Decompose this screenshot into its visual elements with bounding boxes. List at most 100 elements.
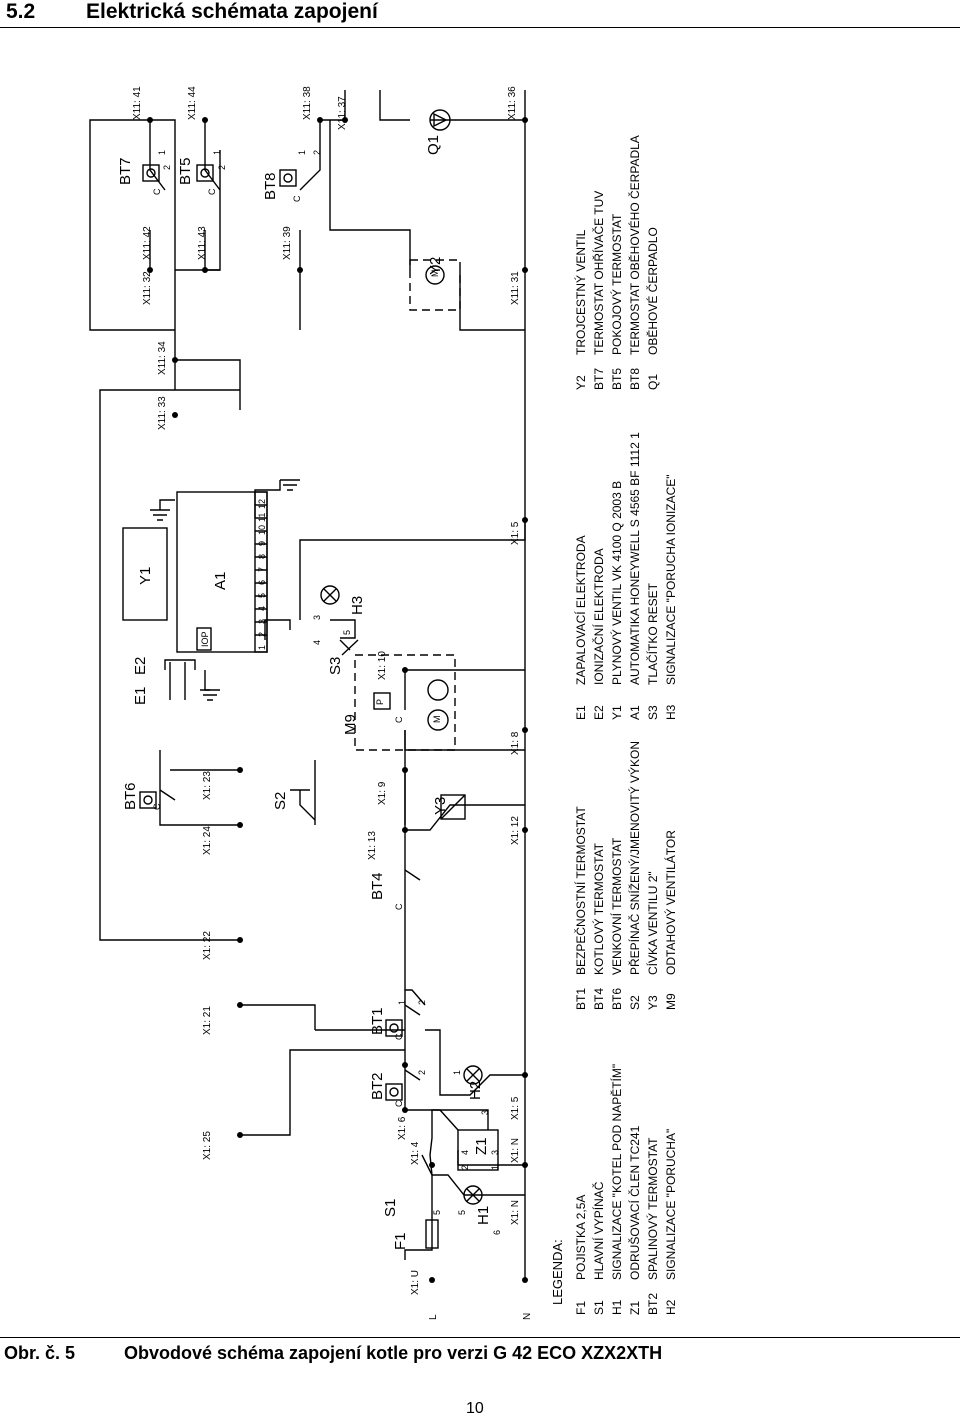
label-bt7: BT7 bbox=[117, 157, 134, 185]
legend-text: BEZPEČNOSTNÍ TERMOSTAT bbox=[573, 806, 588, 975]
valve-motor-label: M bbox=[430, 270, 440, 278]
legend-text: TERMOSTAT OBĚHOVÉHO ČERPADLA bbox=[627, 135, 642, 355]
legend-code: Z1 bbox=[628, 1301, 642, 1315]
legend-text: ODRUŠOVACÍ ČLEN TC241 bbox=[627, 1125, 642, 1280]
legend-code: BT4 bbox=[592, 988, 606, 1010]
contact-num: 1 bbox=[490, 1165, 500, 1170]
terminal-x11-41: X11: 41 bbox=[132, 86, 143, 120]
label-s3: S3 bbox=[327, 657, 344, 675]
legend-text: PŘEPÍNAČ SNÍŽENÝ/JMENOVITÝ VÝKON bbox=[627, 741, 642, 975]
terminal-x1-8: X1: 8 bbox=[510, 731, 521, 755]
contact-num: 1 bbox=[212, 150, 222, 155]
electrodes-e1-e2 bbox=[164, 659, 196, 700]
terminal-x11-43: X11: 43 bbox=[197, 226, 208, 260]
fuse-f1 bbox=[425, 1219, 439, 1249]
a1-pin: 1 bbox=[257, 645, 267, 650]
a1-pin: 6 bbox=[257, 580, 267, 585]
fan-m9 bbox=[354, 654, 456, 751]
a1-pin: 11 bbox=[257, 513, 267, 522]
legend-code: M9 bbox=[664, 993, 678, 1010]
switch-s2 bbox=[290, 789, 316, 821]
terminal-x1-21: X1: 21 bbox=[202, 1006, 213, 1035]
legend-code: BT1 bbox=[574, 988, 588, 1010]
contact-c: C bbox=[152, 803, 162, 810]
contact-num: 5 bbox=[342, 630, 352, 635]
contact-num: 4 bbox=[460, 1150, 470, 1155]
contact-num: 1 bbox=[157, 150, 167, 155]
legend-code: S2 bbox=[628, 995, 642, 1010]
legend-text: SPALINOVÝ TERMOSTAT bbox=[645, 1137, 660, 1280]
legend-code: H1 bbox=[610, 1299, 624, 1315]
label-f1: F1 bbox=[392, 1232, 409, 1250]
a1-pin: 3 bbox=[257, 619, 267, 624]
wiring-diagram-svg: F1 S1 H1 Z1 BT2 BT1 H2 BT4 BT6 S2 Y3 M9 … bbox=[89, 86, 678, 1320]
label-y2: Y2 bbox=[427, 257, 444, 275]
label-s2: S2 bbox=[272, 792, 289, 810]
terminal-dots bbox=[147, 117, 528, 1283]
terminal-x11-36: X11: 36 bbox=[507, 86, 518, 120]
legend-text: PLYNOVÝ VENTIL VK 4100 Q 2003 B bbox=[609, 481, 624, 685]
legend-code: BT8 bbox=[628, 368, 642, 390]
contact-num: 3 bbox=[490, 1150, 500, 1155]
terminal-x11-37: X11: 37 bbox=[337, 96, 348, 130]
a1-pin: 8 bbox=[257, 554, 267, 559]
contact-c: C bbox=[394, 1033, 404, 1040]
reset-button-s3 bbox=[339, 639, 359, 656]
gas-valve-y1 bbox=[122, 527, 168, 621]
a1-pin: 9 bbox=[257, 541, 267, 546]
label-e2: E2 bbox=[132, 657, 149, 675]
thermostat-bt4 bbox=[404, 869, 421, 881]
label-h3: H3 bbox=[349, 596, 366, 615]
terminal-x1-u: X1: U bbox=[410, 1270, 421, 1295]
pump-q1 bbox=[429, 109, 451, 131]
legend-code: E2 bbox=[592, 705, 606, 720]
contact-c: C bbox=[152, 188, 162, 195]
label-bt8: BT8 bbox=[262, 172, 279, 200]
label-e1: E1 bbox=[132, 687, 149, 705]
control-unit-a1 bbox=[176, 491, 268, 653]
legend-code: Y3 bbox=[646, 995, 660, 1010]
legend-text: TLAČÍTKO RESET bbox=[645, 582, 660, 685]
legend-code: S3 bbox=[646, 705, 660, 720]
contact-num: 2 bbox=[162, 165, 172, 170]
legend-text: AUTOMATIKA HONEYWELL S 4565 BF 1112 1 bbox=[628, 432, 642, 685]
section-title: Elektrická schémata zapojení bbox=[86, 0, 378, 23]
legend-text: HLAVNÍ VYPÍNAČ bbox=[591, 1181, 606, 1280]
label-bt4: BT4 bbox=[369, 872, 386, 900]
terminal-x11-31: X11: 31 bbox=[510, 271, 521, 305]
contact-num: 1 bbox=[297, 150, 307, 155]
switch-s1 bbox=[421, 1154, 433, 1176]
legend-code: H3 bbox=[664, 704, 678, 720]
terminal-x1-n: X1: N bbox=[510, 1200, 521, 1225]
legend-code: A1 bbox=[628, 705, 642, 720]
contact-num: 2 bbox=[460, 1165, 470, 1170]
label-y1: Y1 bbox=[137, 567, 154, 585]
contact-c: C bbox=[292, 195, 302, 202]
thermostat-bt1 bbox=[385, 1004, 421, 1037]
label-n-line: N bbox=[522, 1313, 533, 1320]
wiring-diagram: F1 S1 H1 Z1 BT2 BT1 H2 BT4 BT6 S2 Y3 M9 … bbox=[0, 30, 960, 1335]
a1-pin: 12 bbox=[257, 499, 267, 509]
filter-z1 bbox=[457, 1129, 499, 1171]
contact-num: 1 bbox=[452, 1070, 462, 1075]
terminal-x1-12: X1: 12 bbox=[510, 816, 521, 845]
contact-num: 5 bbox=[432, 1210, 442, 1215]
legend-text: SIGNALIZACE "KOTEL POD NAPĚTÍM" bbox=[609, 1064, 624, 1280]
page-number: 10 bbox=[466, 1400, 484, 1417]
label-l-line: L bbox=[428, 1314, 439, 1320]
label-bt1: BT1 bbox=[369, 1007, 386, 1035]
legend-code: Y2 bbox=[574, 375, 588, 390]
terminal-x1-24: X1: 24 bbox=[202, 826, 213, 855]
label-h2: H2 bbox=[467, 1081, 484, 1100]
legend-text: POKOJOVÝ TERMOSTAT bbox=[609, 213, 624, 355]
legend-text: OBĚHOVÉ ČERPADLO bbox=[645, 227, 660, 355]
terminal-x1-13: X1: 13 bbox=[367, 831, 378, 860]
figure-caption: Obvodové schéma zapojení kotle pro verzi… bbox=[124, 1343, 663, 1363]
label-bt2: BT2 bbox=[369, 1072, 386, 1100]
legend-text: ODTAHOVÝ VENTILÁTOR bbox=[663, 830, 678, 975]
terminal-x1-5: X1: 5 bbox=[510, 1096, 521, 1120]
legend-code: Y1 bbox=[610, 705, 624, 720]
terminal-x1-5: X1: 5 bbox=[510, 521, 521, 545]
terminal-x11-38: X11: 38 bbox=[302, 86, 313, 120]
legend-text: ZAPALOVACÍ ELEKTRODA bbox=[573, 535, 588, 685]
